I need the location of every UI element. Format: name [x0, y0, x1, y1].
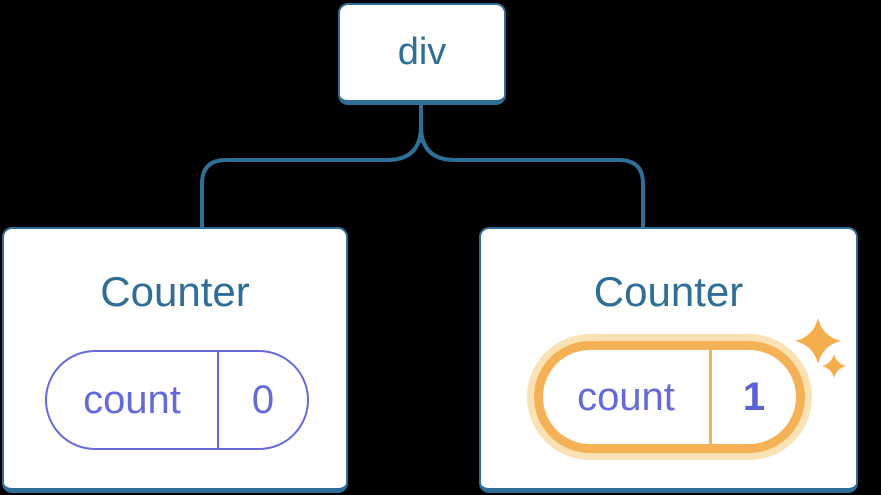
state-name-label: count — [83, 377, 181, 422]
counter-card-left: Counter count 0 — [2, 227, 348, 493]
connector-right-branch — [419, 102, 645, 229]
state-pill-divider — [217, 352, 219, 448]
state-pill-count-1-highlighted: count 1 — [534, 341, 805, 453]
state-value-label: 0 — [251, 377, 275, 422]
state-pill-value-cell: 1 — [712, 350, 796, 444]
state-name-label: count — [577, 374, 675, 419]
state-pill-value-cell: 0 — [219, 352, 307, 448]
counter-card-title: Counter — [593, 268, 744, 315]
state-value-label: 1 — [742, 374, 766, 419]
root-node-div: div — [338, 3, 506, 105]
state-pill-name-cell: count — [543, 350, 709, 444]
connector-left-branch — [200, 102, 423, 229]
root-node-label: div — [397, 31, 447, 73]
state-pill-name-cell: count — [47, 352, 217, 448]
counter-card-title: Counter — [100, 268, 250, 315]
state-pill-divider — [709, 350, 712, 444]
state-pill-count-0: count 0 — [45, 350, 309, 450]
counter-card-right: Counter count 1 — [479, 227, 858, 493]
